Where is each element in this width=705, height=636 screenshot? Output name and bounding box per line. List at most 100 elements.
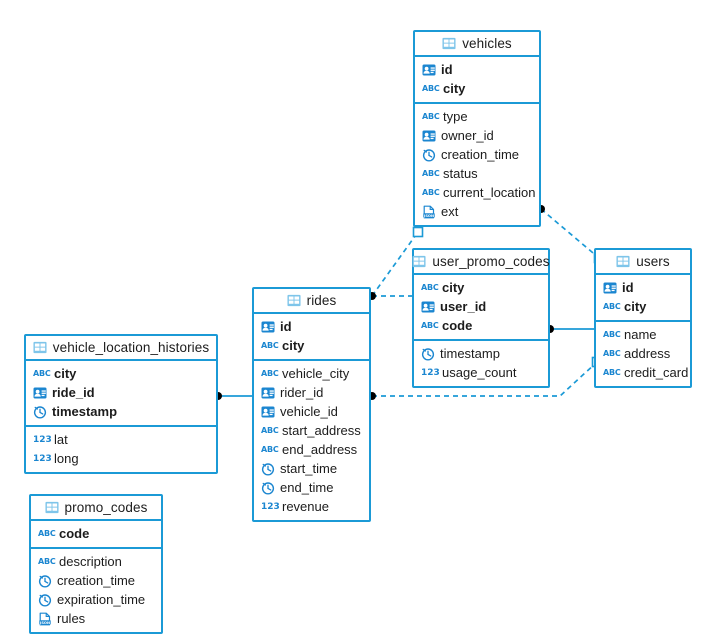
string-field-icon: ABC xyxy=(38,528,56,538)
key-field-icon xyxy=(422,63,436,77)
field-row[interactable]: owner_id xyxy=(415,126,539,145)
string-field-icon: ABC xyxy=(261,425,279,435)
string-field-icon: ABC xyxy=(261,368,279,378)
relationship-rel-vlh-rides[interactable] xyxy=(214,392,252,400)
field-name: city xyxy=(54,366,77,381)
field-name: current_location xyxy=(443,185,536,200)
timestamp-field-icon xyxy=(422,148,436,162)
field-row[interactable]: id xyxy=(254,317,369,336)
field-row[interactable]: id xyxy=(596,278,690,297)
entity-header[interactable]: rides xyxy=(254,289,369,314)
field-name: type xyxy=(443,109,468,124)
entity-title: users xyxy=(636,254,670,269)
field-row[interactable]: expiration_time xyxy=(31,590,161,609)
field-row[interactable]: ride_id xyxy=(26,383,216,402)
field-row[interactable]: start_time xyxy=(254,459,369,478)
timestamp-field-icon xyxy=(38,593,52,607)
field-row[interactable]: rider_id xyxy=(254,383,369,402)
table-icon xyxy=(412,255,426,269)
entity-header[interactable]: users xyxy=(596,250,690,275)
field-name: long xyxy=(54,451,79,466)
string-field-icon: ABC xyxy=(421,282,439,292)
field-row[interactable]: timestamp xyxy=(414,344,548,363)
field-name: city xyxy=(443,81,466,96)
field-row[interactable]: end_time xyxy=(254,478,369,497)
field-name: usage_count xyxy=(442,365,517,380)
field-name: status xyxy=(443,166,478,181)
json-field-icon: JSON xyxy=(38,612,52,626)
number-field-icon: 123 xyxy=(33,453,52,464)
field-name: city xyxy=(442,280,465,295)
svg-text:JSON: JSON xyxy=(423,213,434,217)
key-field-icon xyxy=(261,386,275,400)
field-name: timestamp xyxy=(440,346,500,361)
entity-header[interactable]: vehicle_location_histories xyxy=(26,336,216,361)
field-name: city xyxy=(282,338,305,353)
field-row[interactable]: user_id xyxy=(414,297,548,316)
entity-header[interactable]: user_promo_codes xyxy=(412,250,549,275)
field-row[interactable]: JSON rules xyxy=(31,609,161,628)
relationship-rel-user-promo-codes-users[interactable] xyxy=(546,325,594,333)
field-row[interactable]: id xyxy=(415,60,539,79)
table-icon xyxy=(45,501,59,515)
timestamp-field-icon xyxy=(261,481,275,495)
field-name: creation_time xyxy=(57,573,136,588)
field-name: start_time xyxy=(280,461,338,476)
entity-header[interactable]: vehicles xyxy=(415,32,539,57)
field-row[interactable]: vehicle_id xyxy=(254,402,369,421)
field-row[interactable]: creation_time xyxy=(415,145,539,164)
entity-title: promo_codes xyxy=(64,500,148,515)
field-name: rules xyxy=(57,611,86,626)
string-field-icon: ABC xyxy=(38,556,56,566)
field-name: id xyxy=(622,280,634,295)
field-row[interactable]: creation_time xyxy=(31,571,161,590)
entity-header[interactable]: promo_codes xyxy=(31,496,161,521)
table-icon xyxy=(33,341,47,355)
field-name: id xyxy=(280,319,292,334)
table-icon xyxy=(442,37,456,51)
field-row[interactable]: timestamp xyxy=(26,402,216,421)
string-field-icon: ABC xyxy=(421,320,439,330)
entity-title: vehicles xyxy=(462,36,512,51)
string-field-icon: ABC xyxy=(261,444,279,454)
string-field-icon: ABC xyxy=(422,111,440,121)
timestamp-field-icon xyxy=(33,405,47,419)
table-icon xyxy=(616,255,630,269)
field-name: id xyxy=(441,62,453,77)
field-name: description xyxy=(59,554,122,569)
